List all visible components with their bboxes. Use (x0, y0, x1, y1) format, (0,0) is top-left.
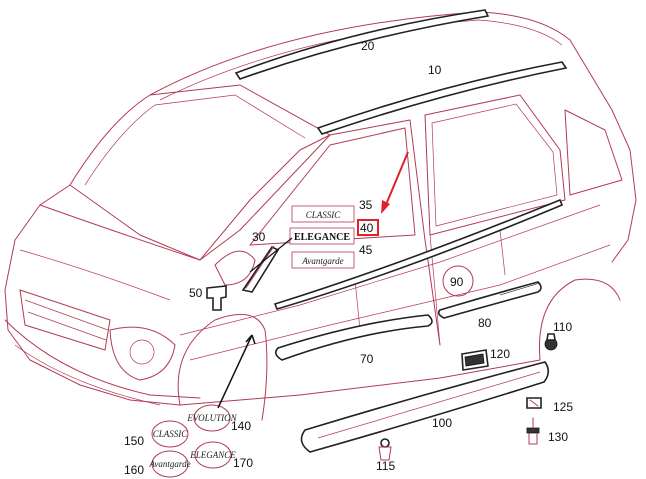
callout-100: 100 (432, 416, 452, 430)
svg-text:ELEGANCE: ELEGANCE (294, 232, 350, 243)
badge-avantgarde: Avantgarde (148, 450, 191, 478)
callout-130: 130 (548, 430, 568, 444)
callout-170: 170 (233, 456, 253, 470)
callout-160: 160 (124, 463, 144, 477)
upper-beltline-strip (273, 198, 564, 310)
callout-10: 10 (428, 63, 442, 77)
callout-numbers: 20 10 35 40 45 30 50 90 80 70 110 120 12… (124, 39, 573, 477)
leader-lines (217, 237, 541, 409)
side-molding-front-door (274, 314, 433, 361)
badge-classic: CLASSIC (151, 420, 189, 448)
svg-text:CLASSIC: CLASSIC (306, 210, 342, 220)
svg-text:Avantgarde: Avantgarde (148, 459, 190, 469)
callout-20: 20 (361, 39, 375, 53)
callout-35: 35 (359, 198, 373, 212)
svg-text:Avantgarde: Avantgarde (301, 256, 343, 266)
roof-rail-strip (234, 9, 490, 80)
callout-80: 80 (478, 316, 492, 330)
callout-70: 70 (360, 352, 374, 366)
callout-50: 50 (189, 286, 203, 300)
svg-text:CLASSIC: CLASSIC (153, 429, 189, 439)
emblem-classic: CLASSIC (291, 205, 355, 223)
callout-40-highlight-box (357, 219, 379, 236)
screw-part-130 (526, 417, 540, 445)
fender-vent-part (461, 349, 489, 371)
badge-evolution: EVOLUTION (186, 404, 238, 432)
callout-110: 110 (553, 320, 572, 334)
callout-120: 120 (490, 347, 510, 361)
rocker-panel-cover (300, 361, 550, 453)
clip-part-125 (526, 397, 542, 409)
screw-part-115 (378, 438, 392, 461)
car-body-outline (4, 11, 637, 421)
callout-30: 30 (252, 230, 266, 244)
callout-90: 90 (450, 275, 464, 289)
svg-text:EVOLUTION: EVOLUTION (186, 413, 237, 423)
emblem-elegance: ELEGANCE (289, 227, 355, 245)
callout-40: 40 (360, 221, 374, 235)
callout-115: 115 (376, 459, 395, 473)
window-trim-strip (316, 61, 568, 135)
highlight-arrow (381, 151, 409, 214)
callout-140: 140 (231, 419, 251, 433)
svg-text:ELEGANCE: ELEGANCE (189, 450, 236, 460)
side-molding-rear-door (437, 281, 542, 319)
fuel-cap-part-90 (442, 265, 474, 297)
callout-125: 125 (553, 400, 573, 414)
callout-45: 45 (359, 243, 373, 257)
clip-part-50 (206, 285, 227, 311)
emblem-avantgarde: Avantgarde (291, 251, 355, 269)
callout-150: 150 (124, 434, 144, 448)
badge-elegance: ELEGANCE (189, 441, 236, 469)
clip-part-110 (544, 333, 558, 351)
